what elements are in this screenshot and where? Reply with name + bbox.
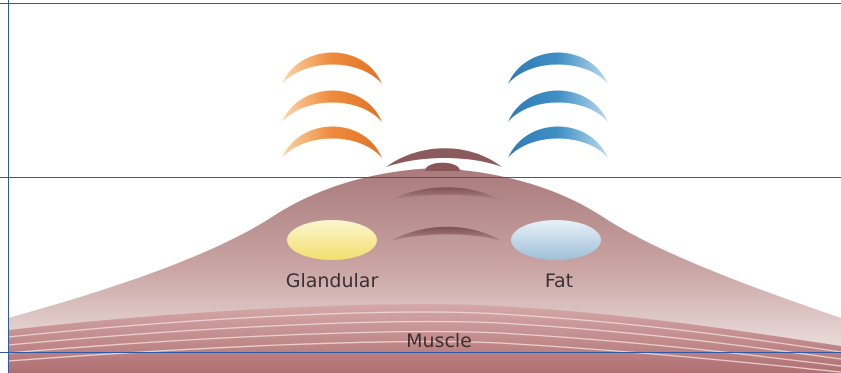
fat-region — [511, 220, 601, 260]
fat-label: Fat — [545, 270, 573, 292]
glandular-label: Glandular — [286, 270, 379, 292]
nipple — [425, 163, 460, 171]
muscle-label: Muscle — [406, 330, 472, 352]
blue-waves — [508, 53, 608, 159]
orange-waves — [282, 53, 382, 159]
glandular-region — [287, 220, 377, 260]
